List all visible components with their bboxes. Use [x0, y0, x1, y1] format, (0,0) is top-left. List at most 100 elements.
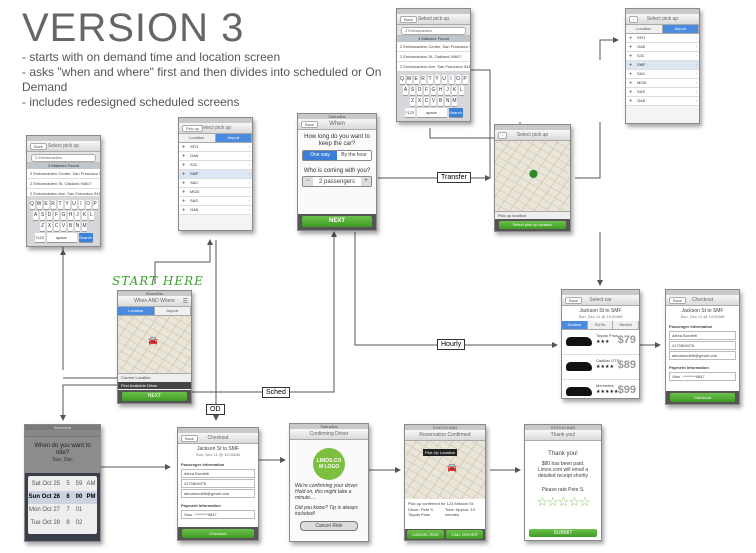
key[interactable]: D [47, 211, 52, 220]
next-button[interactable]: NEXT [122, 392, 187, 401]
checkout-button[interactable]: Checkout [182, 529, 254, 538]
rating-stars[interactable]: ☆☆☆☆☆ [536, 494, 590, 509]
key[interactable]: G [61, 211, 66, 220]
tab-sedans[interactable]: Sedans [562, 321, 588, 329]
search-key[interactable]: Search [78, 233, 93, 242]
car-option[interactable]: Cadillac DTS ★★★★ $89 [562, 355, 639, 380]
airport-code[interactable]: SAS [190, 198, 199, 203]
key[interactable]: Q [399, 75, 405, 84]
tab-airport[interactable]: Airport [215, 134, 252, 142]
num-key[interactable]: ?123 [404, 108, 415, 117]
car-option[interactable]: Mercedes ★★★★★ $99 [562, 380, 639, 398]
key[interactable]: L [459, 86, 464, 95]
key[interactable]: B [438, 97, 443, 106]
key[interactable]: T [57, 200, 63, 209]
back-button[interactable]: ‹ [629, 16, 639, 23]
key[interactable]: P [462, 75, 468, 84]
list-item[interactable]: 2 Embarcadero Center, San Francisco 9411… [27, 169, 100, 179]
key[interactable]: B [68, 222, 73, 231]
key[interactable]: R [420, 75, 426, 84]
plus-button[interactable]: + [361, 177, 371, 186]
phone-field[interactable]: 4170804076 [181, 479, 255, 488]
tab-suvs[interactable]: SUVs [587, 321, 614, 329]
key[interactable]: J [445, 86, 450, 95]
key[interactable]: G [431, 86, 436, 95]
key[interactable]: K [452, 86, 457, 95]
key[interactable]: S [40, 211, 45, 220]
key[interactable]: E [43, 200, 49, 209]
key[interactable]: A [33, 211, 38, 220]
key[interactable]: X [417, 97, 422, 106]
map-view[interactable]: Pick Up Location 🚘 [405, 441, 485, 499]
search-input[interactable]: 2 Embarcadero [31, 154, 96, 162]
airport-code[interactable]: SFO [637, 35, 646, 40]
airport-code[interactable]: OAK [637, 44, 646, 49]
key[interactable]: O [85, 200, 91, 209]
key[interactable]: E [413, 75, 419, 84]
cancel-ride-button[interactable]: CANCEL RIDE [407, 530, 444, 539]
current-location[interactable]: Current Location [118, 373, 191, 382]
key[interactable]: N [75, 222, 80, 231]
num-key[interactable]: ?123 [34, 233, 45, 242]
back-button[interactable]: Back [565, 297, 582, 304]
email-field[interactable]: alexaburdetti@gmail.com [669, 351, 736, 360]
minus-button[interactable]: − [303, 177, 313, 186]
airport-code[interactable]: SMF [190, 171, 199, 176]
key[interactable]: K [82, 211, 87, 220]
key[interactable]: Q [29, 200, 35, 209]
back-button[interactable]: ‹ [498, 132, 508, 139]
airport-code[interactable]: MOD [637, 80, 647, 85]
key[interactable]: A [403, 86, 408, 95]
key[interactable]: C [54, 222, 59, 231]
key[interactable]: Y [64, 200, 70, 209]
key[interactable]: I [78, 200, 84, 209]
search-input[interactable]: 2 Embarcadero [401, 27, 466, 35]
key[interactable]: U [441, 75, 447, 84]
key[interactable]: L [89, 211, 94, 220]
airport-code[interactable]: MOD [190, 189, 200, 194]
tab-stretch[interactable]: Stretch [613, 321, 639, 329]
key[interactable]: C [424, 97, 429, 106]
key[interactable]: X [47, 222, 52, 231]
key[interactable]: H [68, 211, 73, 220]
back-button[interactable]: Back [400, 16, 417, 23]
airport-code[interactable]: SAC [637, 71, 646, 76]
airport-code[interactable]: SMF [637, 62, 646, 67]
key[interactable]: Z [40, 222, 45, 231]
menu-icon[interactable]: ☰ [182, 299, 188, 305]
key[interactable]: Z [410, 97, 415, 106]
key[interactable]: R [50, 200, 56, 209]
select-pickup-button[interactable]: Select pick up location [499, 221, 566, 229]
next-button[interactable]: NEXT [302, 216, 372, 227]
email-field[interactable]: alexaburdetti@gmail.com [181, 489, 255, 498]
tab-location[interactable]: Location [118, 307, 155, 315]
airport-code[interactable]: SJC [190, 162, 198, 167]
key[interactable]: Y [434, 75, 440, 84]
submit-button[interactable]: SUBMIT [529, 529, 597, 537]
key[interactable]: W [406, 75, 412, 84]
key[interactable]: I [448, 75, 454, 84]
key[interactable]: D [417, 86, 422, 95]
card-field[interactable]: Visa - ********9847 [181, 510, 255, 519]
one-way-toggle[interactable]: One way [303, 151, 337, 160]
tab-airport[interactable]: Airport [662, 25, 699, 33]
tab-location[interactable]: Location [179, 134, 216, 142]
key[interactable]: M [452, 97, 457, 106]
list-item[interactable]: 2 Embarcadero St, Oakland 94607 [397, 52, 470, 62]
airport-code[interactable]: SAC [190, 180, 199, 185]
key[interactable]: S [410, 86, 415, 95]
key[interactable]: W [36, 200, 42, 209]
map-view[interactable]: 🚘 [118, 316, 191, 373]
back-button[interactable]: Back [30, 143, 47, 150]
cancel-ride-button[interactable]: Cancel Ride [300, 521, 358, 531]
space-key[interactable]: space [46, 233, 77, 242]
key[interactable]: H [438, 86, 443, 95]
airport-code[interactable]: OAK [190, 207, 199, 212]
call-driver-button[interactable]: CALL DRIVER [446, 530, 483, 539]
key[interactable]: O [455, 75, 461, 84]
key[interactable]: U [71, 200, 77, 209]
back-button[interactable]: Back [181, 435, 198, 442]
airport-code[interactable]: OAK [190, 153, 199, 158]
key[interactable]: N [445, 97, 450, 106]
